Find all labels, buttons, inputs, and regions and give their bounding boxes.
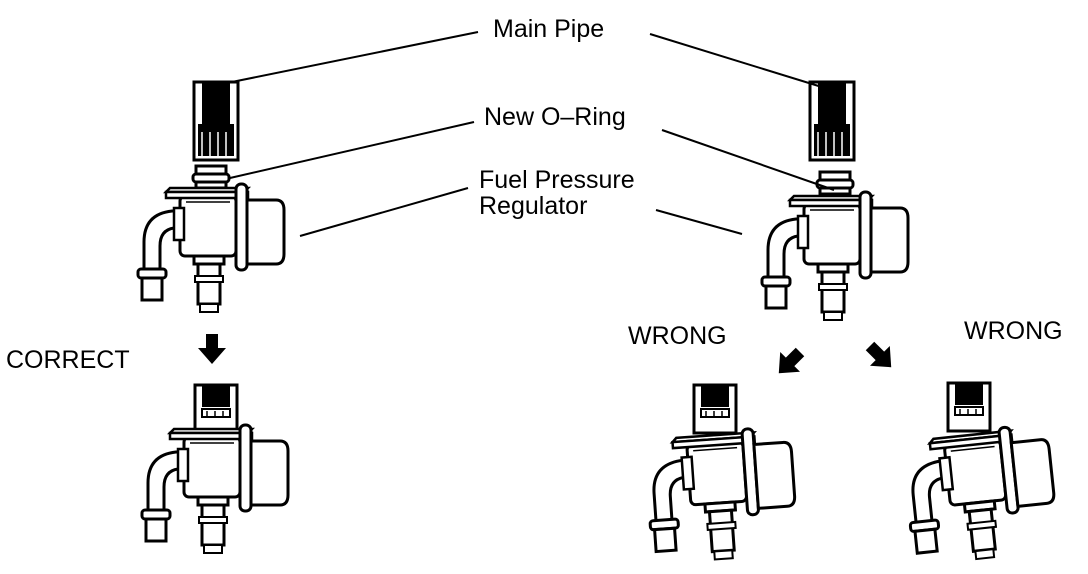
label-wrong-right: WRONG bbox=[964, 317, 1063, 345]
arrow-correct-icon bbox=[198, 334, 226, 364]
label-wrong-left: WRONG bbox=[628, 322, 727, 350]
regulator-wrong-left bbox=[642, 424, 801, 566]
label-main-pipe: Main Pipe bbox=[493, 15, 605, 43]
label-fpr-line2: Regulator bbox=[479, 192, 588, 221]
main-pipe-correct bbox=[193, 383, 239, 435]
arrow-wrong-left-icon bbox=[768, 342, 810, 384]
o-ring-left bbox=[191, 164, 231, 190]
regulator-wrong-right bbox=[899, 421, 1062, 568]
main-pipe-wrong-right bbox=[946, 381, 992, 433]
arrow-wrong-right-icon bbox=[860, 336, 902, 378]
main-pipe-left bbox=[192, 80, 240, 162]
main-pipe-right bbox=[808, 80, 856, 162]
leader-lines bbox=[221, 31, 839, 237]
regulator-top-right bbox=[760, 190, 910, 322]
label-correct: CORRECT bbox=[6, 346, 130, 374]
o-ring-right bbox=[815, 170, 855, 196]
main-pipe-wrong-left bbox=[692, 383, 738, 435]
label-fuel-pressure-regulator: Fuel Pressure Regulator bbox=[479, 167, 635, 220]
regulator-top-left bbox=[136, 182, 286, 314]
regulator-correct bbox=[140, 423, 290, 555]
label-new-o-ring: New O–Ring bbox=[484, 103, 626, 131]
label-fpr-line1: Fuel Pressure bbox=[479, 166, 635, 194]
